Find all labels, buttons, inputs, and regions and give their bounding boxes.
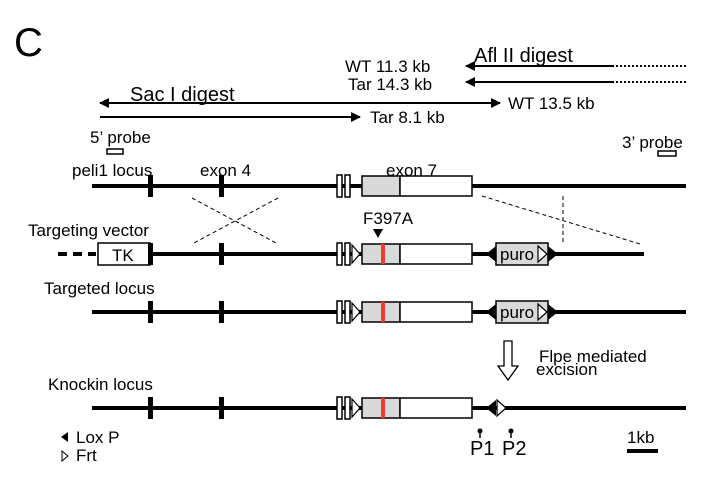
crossover-line-3	[481, 195, 641, 245]
tgt-exon-1	[148, 301, 153, 323]
primer-p2-label: P2	[502, 438, 526, 460]
vec-exon-1	[148, 243, 153, 265]
tgt-mutation-mark	[381, 302, 385, 322]
wt-exon-b	[344, 174, 351, 198]
mutation-label: F397A	[363, 209, 414, 228]
exon4-label: exon 4	[200, 161, 251, 180]
five-prime-probe	[106, 148, 124, 155]
tgt-exon7-utr	[399, 301, 473, 323]
tk-label: TK	[112, 246, 134, 265]
three-prime-probe-label: 3’ probe	[622, 133, 683, 152]
mutation-arrow-icon	[373, 229, 383, 238]
wt-exon-4	[219, 175, 224, 197]
tgt-exon-b	[344, 300, 351, 324]
panel-letter: C	[14, 21, 43, 65]
crossover-line-1	[191, 197, 279, 245]
vec-puro-label: puro	[500, 245, 534, 264]
vec-loxp-right-icon	[548, 246, 558, 262]
ki-exon-4	[219, 397, 224, 419]
vec-loxp-left-icon	[486, 246, 496, 262]
vec-frt-icon	[351, 243, 361, 265]
wt-exon7-utr	[399, 175, 473, 197]
excision-line-2: excision	[536, 360, 597, 379]
sac-tar-label: Tar 8.1 kb	[370, 108, 445, 127]
legend-loxp-icon	[61, 432, 68, 442]
three-prime-probe	[657, 150, 677, 157]
vec-exon-a	[336, 242, 343, 266]
vec-exon-b	[344, 242, 351, 266]
tgt-frt-right-icon	[537, 302, 548, 322]
tgt-exon-a	[336, 300, 343, 324]
wt-exon-1	[148, 175, 153, 197]
ki-frt-icon	[351, 397, 361, 419]
vec-exon-4	[219, 243, 224, 265]
primer-p1-icon	[477, 428, 483, 434]
tgt-loxp-left-icon	[486, 304, 496, 320]
tgt-loxp-right-icon	[548, 304, 558, 320]
primer-p2-icon	[508, 428, 514, 434]
vec-exon7-utr	[399, 243, 473, 265]
scale-bar-label: 1kb	[627, 428, 654, 447]
tgt-puro-label: puro	[500, 303, 534, 322]
tgt-frt-icon	[351, 301, 361, 323]
crossover-line-2	[191, 197, 279, 245]
targeting-vector-label: Targeting vector	[28, 221, 149, 240]
vec-frt-right-icon	[537, 244, 548, 264]
ki-loxp-icon	[486, 400, 496, 416]
legend-frt-icon	[61, 449, 69, 463]
afl-wt-label: WT 11.3 kb	[345, 57, 430, 76]
ki-mutation-mark	[381, 398, 385, 418]
ki-exon-b	[344, 396, 351, 420]
knockin-locus-label: Knockin locus	[48, 375, 153, 394]
five-prime-probe-label: 5’ probe	[90, 128, 151, 147]
afl-tar-label: Tar 14.3 kb	[348, 75, 432, 94]
wt-exon-a	[336, 174, 343, 198]
wt-exon7-coding	[361, 175, 401, 197]
vec-mutation-mark	[381, 244, 385, 264]
sac-wt-label: WT 13.5 kb	[508, 94, 595, 113]
excision-line-1: Flpe mediated	[539, 347, 647, 366]
peli1-locus-label: peli1 locus	[72, 161, 152, 180]
targeted-locus-label: Targeted locus	[44, 279, 155, 298]
legend-loxp-label: Lox P	[76, 428, 119, 447]
tgt-exon-4	[219, 301, 224, 323]
ki-exon7-utr	[399, 397, 473, 419]
primer-p1-label: P1	[470, 438, 494, 460]
sac-digest-title: Sac I digest	[130, 84, 235, 106]
afl-digest-title: Afl II digest	[474, 45, 573, 67]
excision-arrow-icon	[496, 340, 520, 382]
legend-frt-label: Frt	[76, 446, 97, 465]
ki-frt-right-icon	[496, 398, 507, 418]
ki-exon-a	[336, 396, 343, 420]
ki-exon-1	[148, 397, 153, 419]
